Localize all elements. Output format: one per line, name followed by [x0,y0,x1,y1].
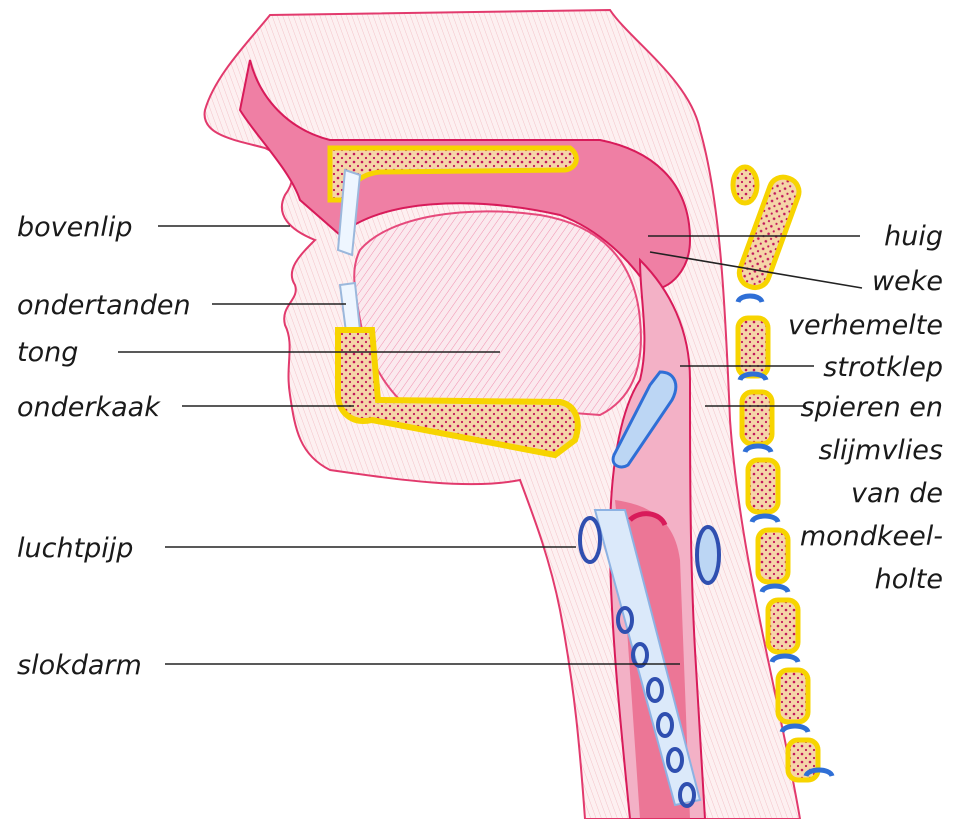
label-spieren-line5: holte [875,564,943,595]
label-huig: huig [884,221,943,252]
label-tong: tong [17,337,78,368]
tongue [354,211,641,415]
label-spieren-line2: slijmvlies [818,435,943,466]
label-verhemelte: verhemelte [788,310,943,341]
label-spieren-line3: van de [851,478,943,509]
anatomy-illustration [205,10,832,819]
label-ondertanden: ondertanden [17,290,191,321]
larynx-cartilage [697,527,719,583]
label-bovenlip: bovenlip [17,212,133,243]
label-slokdarm: slokdarm [17,650,142,681]
label-luchtpijp: luchtpijp [17,533,133,564]
label-spieren-line1: spieren en [801,392,943,423]
label-spieren-line4: mondkeel- [800,521,943,552]
label-onderkaak: onderkaak [17,392,161,423]
label-strotklep: strotklep [823,352,943,383]
label-weke: weke [872,266,943,297]
